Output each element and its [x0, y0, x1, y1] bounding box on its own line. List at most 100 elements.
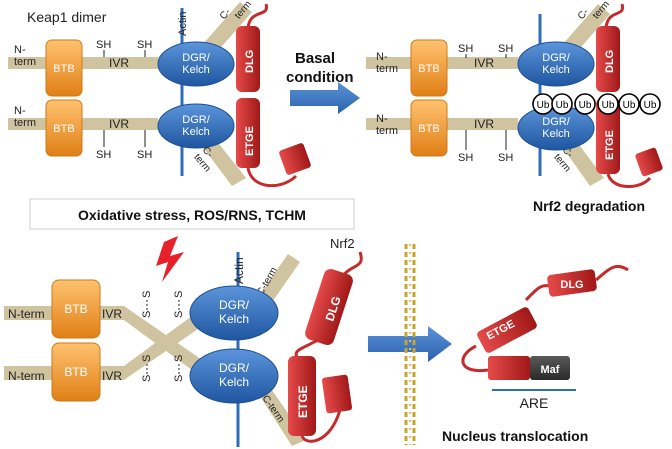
kelch-label: DGR/Kelch — [219, 361, 250, 389]
keap1-dimer-panel: Keap1 dimer Actin C-term C-term N-term N… — [8, 0, 311, 188]
nuclear-membrane — [404, 244, 416, 445]
etge-label: ETGE — [244, 126, 256, 156]
btb-domain-lower — [410, 99, 448, 157]
sh-label: SH — [96, 149, 111, 161]
kelch-domain-lower — [189, 348, 279, 404]
sulfur-label: S — [173, 311, 185, 318]
ivr-label: IVR — [474, 117, 494, 131]
dlg-label: DLG — [560, 279, 583, 291]
etge-motif — [236, 98, 260, 168]
etge-motif — [288, 356, 316, 436]
ubiquitin-chain: Ub Ub Ub Ub Ub Ub — [532, 93, 661, 115]
btb-label: BTB — [418, 123, 439, 135]
btb-label: BTB — [418, 63, 439, 75]
nrf2-cterm-block — [322, 374, 352, 414]
n-term-label-upper: N-term — [14, 44, 36, 68]
nrf2-degradation-caption: Nrf2 degradation — [533, 198, 645, 214]
nrf2-linker-bottom — [300, 409, 342, 443]
dlg-label: DLG — [244, 50, 256, 73]
nrf2-label: Nrf2 — [330, 236, 355, 251]
ivr-label: IVR — [474, 56, 494, 70]
nrf2-degradation-panel: C-term C-term N-term N-term BTB BTB IVR … — [366, 0, 663, 214]
maf-protein — [530, 356, 570, 380]
ub-label: Ub — [644, 100, 657, 111]
sulfur-label: S — [173, 355, 185, 362]
sulfur-label: S — [141, 311, 153, 318]
btb-domain-lower — [45, 99, 83, 157]
basal-label-line2: condition — [286, 69, 354, 86]
kelch-label: DGR/Kelch — [182, 52, 210, 76]
sulfur-label: S — [173, 291, 185, 298]
etge-motif — [596, 98, 620, 174]
sulfur-label: S — [141, 375, 153, 382]
nrf2-linker-bottom — [606, 173, 652, 188]
sh-label: SH — [137, 149, 152, 161]
disulfide-bond-upper: S S S S — [141, 291, 185, 318]
ub-label: Ub — [579, 100, 592, 111]
sulfur-label: S — [141, 291, 153, 298]
nucleus-translocation-caption: Nucleus translocation — [442, 428, 588, 444]
oxidized-keap1-panel: Actin C-term C-term N-term N-term BTB BT… — [4, 236, 363, 447]
translocation-arrow — [368, 326, 452, 362]
basal-condition-arrow: Basal condition — [286, 50, 360, 114]
btb-label: BTB — [53, 63, 74, 75]
maf-label: Maf — [541, 364, 560, 376]
stress-box-frame — [29, 198, 355, 230]
nrf2-cterm-block — [635, 147, 663, 177]
dlg-motif — [236, 26, 260, 92]
lightning-bolt-icon — [156, 236, 184, 282]
btb-label: BTB — [64, 365, 87, 379]
ivr-label: IVR — [109, 117, 129, 131]
kelch-label: DGR/Kelch — [542, 116, 570, 140]
nrf2-linker-mid — [524, 284, 551, 302]
ubiquitin-icon — [618, 93, 640, 115]
ub-label: Ub — [602, 100, 615, 111]
kelch-domain-upper — [157, 41, 235, 87]
btb-domain-lower — [51, 342, 101, 402]
etge-motif — [477, 307, 537, 353]
transition-arrow — [290, 82, 360, 114]
nucleus-panel: ETGE DLG Maf ARE Nucleus translocation — [442, 264, 629, 444]
btb-label: BTB — [64, 302, 87, 316]
basal-label-line1: Basal — [295, 50, 335, 67]
ivr-label: IVR — [102, 307, 122, 321]
etge-label: ETGE — [604, 130, 616, 160]
dlg-motif — [596, 26, 620, 92]
sh-label: SH — [96, 39, 111, 51]
stress-label: Oxidative stress, ROS/RNS, TCHM — [78, 207, 306, 223]
kelch-label: DGR/Kelch — [219, 298, 250, 326]
oxidative-stress-box: Oxidative stress, ROS/RNS, TCHM — [29, 198, 355, 282]
ub-label: Ub — [623, 100, 636, 111]
sulfur-label: S — [141, 355, 153, 362]
kelch-domain-upper — [517, 41, 595, 87]
dlg-motif — [305, 268, 353, 346]
sh-label: SH — [498, 43, 513, 55]
keap1-upper-cterm-arm — [256, 254, 300, 308]
ub-label: Ub — [556, 100, 569, 111]
n-term-label-lower: N-term — [376, 113, 398, 137]
btb-domain-upper — [51, 279, 101, 339]
ubiquitin-icon — [639, 93, 661, 115]
nrf2-linker-top — [246, 3, 268, 29]
ivr-label: IVR — [109, 56, 129, 70]
ubiquitin-icon — [574, 93, 596, 115]
btb-domain-upper — [45, 39, 83, 97]
kelch-label: DGR/Kelch — [182, 114, 210, 138]
nrf2-cterm-block — [488, 356, 530, 380]
kelch-domain-lower — [157, 103, 235, 149]
actin-label: Actin — [177, 12, 189, 36]
nrf2-linker-top — [595, 264, 629, 282]
disulfide-bond-lower: S S S S — [141, 355, 185, 382]
keap1-cross-arm — [124, 310, 208, 380]
sh-label: SH — [498, 152, 513, 164]
dlg-label: DLG — [604, 50, 616, 73]
n-term-label-lower: N-term — [8, 369, 45, 383]
ivr-label: IVR — [102, 369, 122, 383]
dlg-motif — [547, 269, 597, 297]
ubiquitin-icon — [597, 93, 619, 115]
n-term-label-lower: N-term — [14, 105, 36, 129]
btb-label: BTB — [53, 123, 74, 135]
btb-domain-upper — [410, 39, 448, 97]
ub-label: Ub — [537, 100, 550, 111]
nrf2-linker-top — [604, 3, 625, 29]
